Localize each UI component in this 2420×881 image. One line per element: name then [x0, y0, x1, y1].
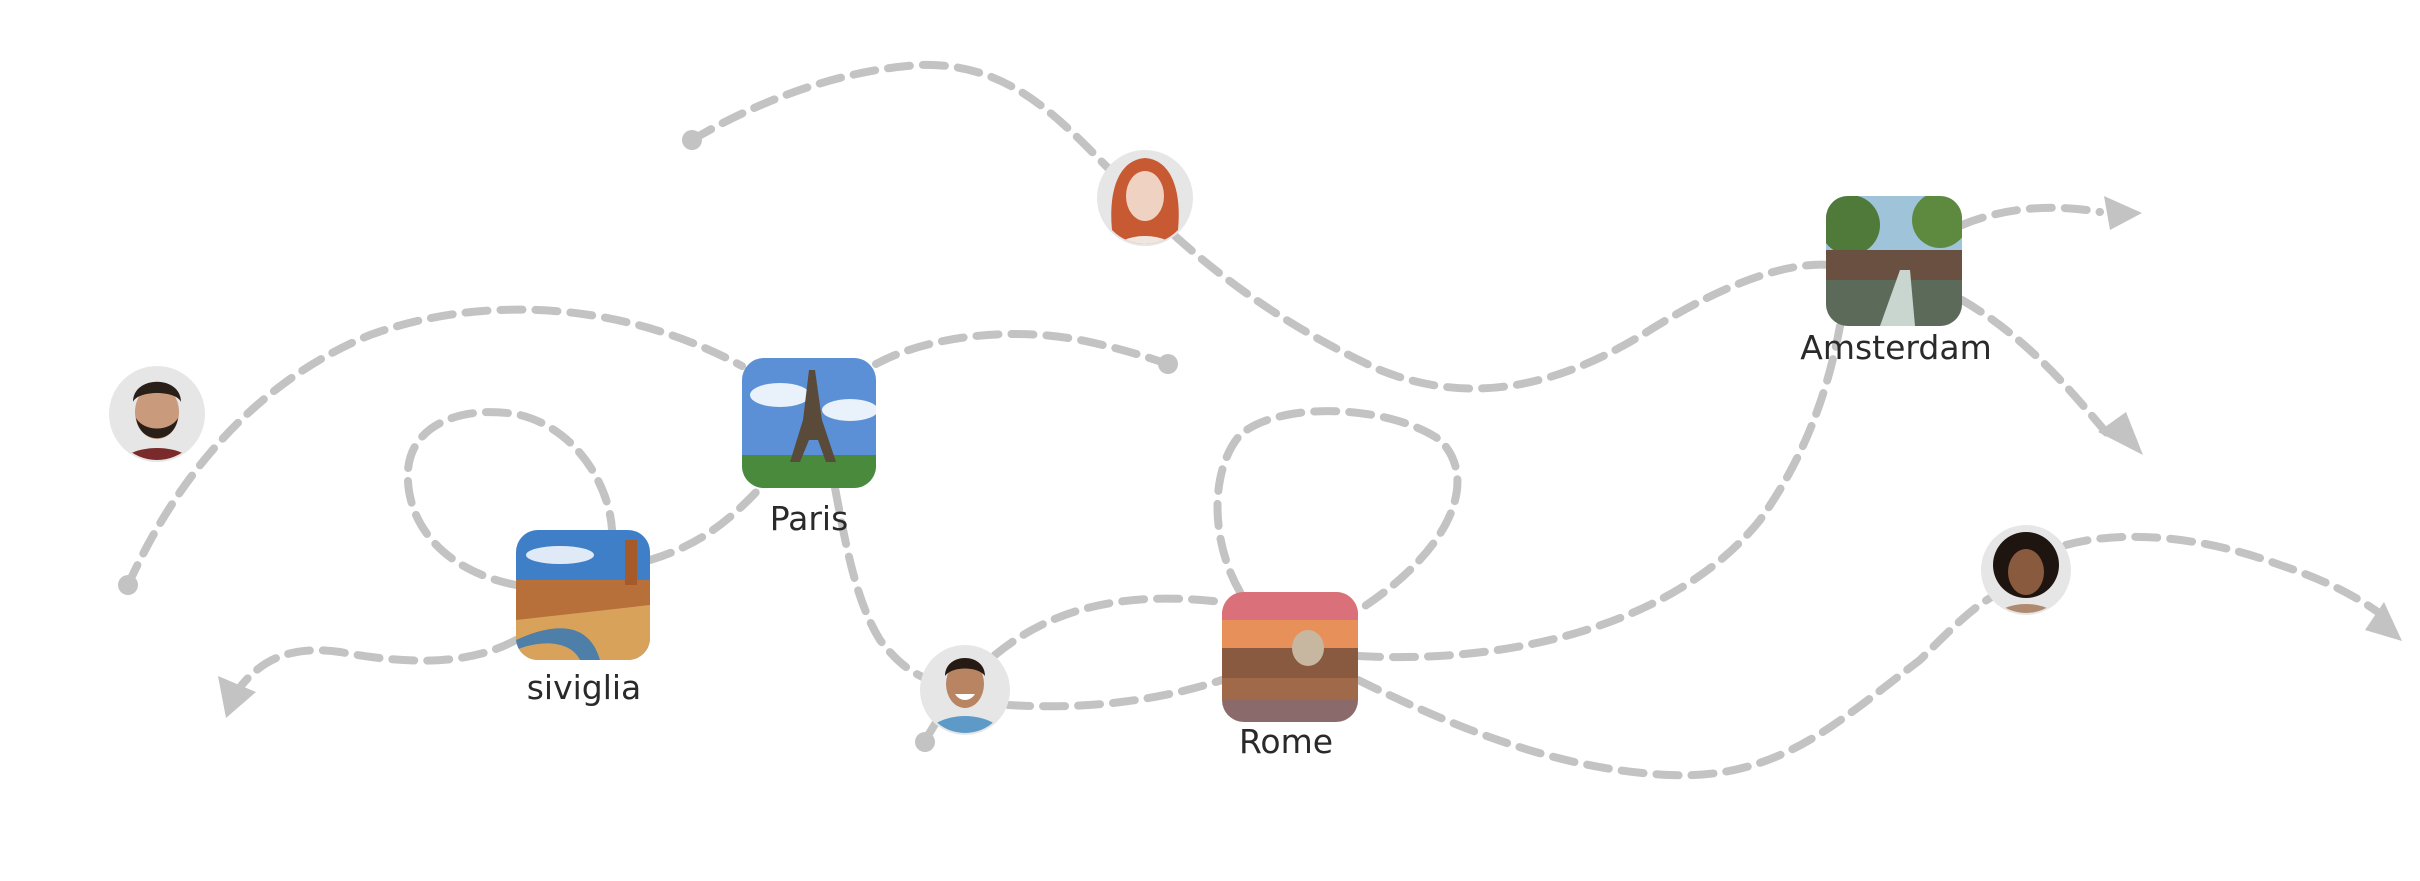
eiffel-tower-icon: [790, 370, 836, 462]
tree-icon: [1912, 196, 1962, 248]
route-siviglia-exit: [234, 636, 520, 694]
cloud-icon: [750, 383, 810, 407]
siviglia-plaza: [516, 605, 650, 660]
rome-bridge: [1222, 678, 1358, 700]
cloud-icon: [822, 399, 876, 421]
route-bearded-to-paris: [124, 305, 746, 589]
city-label-amsterdam: Amsterdam: [1800, 328, 1991, 367]
route-rome-loop: [1213, 407, 1462, 612]
route-arrowheads: [218, 196, 2402, 718]
paris-ground: [742, 455, 876, 488]
route-rome-to-amsterdam: [1354, 322, 1844, 662]
rome-sky-upper: [1222, 592, 1358, 620]
tree-icon: [1826, 196, 1880, 255]
avatar-face: [2008, 549, 2044, 595]
traveler-avatar-curly-woman[interactable]: [1981, 525, 2071, 632]
avatar-face: [946, 660, 984, 708]
routes: [124, 60, 2399, 780]
route-curly-exit: [2062, 532, 2399, 629]
avatar-smile: [955, 694, 975, 700]
avatar-face: [1126, 171, 1164, 221]
siviglia-canal: [516, 628, 600, 660]
route-blueshirt-to-rome-lower: [1004, 676, 1226, 711]
route-start-dot: [118, 575, 138, 595]
rome-skyline: [1222, 648, 1358, 678]
amsterdam-houses: [1826, 250, 1962, 280]
route-start-dots: [118, 130, 1178, 752]
route-paris-to-blueshirt: [831, 484, 929, 682]
city-amsterdam[interactable]: [1820, 192, 1968, 326]
route-blueshirt-to-rome-upper: [991, 594, 1226, 659]
route-paris-to-dot: [872, 330, 1172, 368]
route-start-dot: [682, 130, 702, 150]
arrowhead-icon: [2104, 196, 2142, 230]
avatar-hair: [133, 381, 181, 402]
avatar-face: [135, 385, 179, 439]
route-amsterdam-exit-lower: [1958, 296, 2114, 441]
city-label-siviglia: siviglia: [527, 668, 642, 707]
route-woman-to-amsterdam: [688, 60, 1834, 393]
route-start-dot: [915, 732, 935, 752]
avatar-beard: [136, 418, 178, 439]
route-end-dot: [1158, 354, 1178, 374]
arrowhead-icon: [2098, 412, 2143, 455]
avatar-hair: [945, 658, 985, 676]
city-label-paris: Paris: [770, 499, 849, 538]
siviglia-tower: [625, 540, 637, 585]
route-siviglia-loop: [403, 408, 616, 589]
rome-river: [1222, 700, 1358, 722]
route-siviglia-to-paris: [646, 484, 764, 564]
amsterdam-water-shine: [1880, 270, 1915, 326]
traveler-avatar-blue-shirt-man[interactable]: [920, 645, 1010, 764]
city-rome[interactable]: [1222, 592, 1358, 722]
route-rome-to-curly: [1354, 594, 1994, 780]
traveler-avatar-red-haired-woman[interactable]: [1097, 150, 1193, 264]
avatar-body: [925, 716, 1005, 733]
arrowhead-icon: [2365, 602, 2402, 641]
cloud-icon: [526, 546, 594, 564]
city-paris[interactable]: [742, 358, 878, 488]
city-label-rome: Rome: [1239, 722, 1333, 761]
city-siviglia[interactable]: [516, 530, 650, 660]
arrowhead-icon: [218, 676, 256, 718]
route-amsterdam-exit-upper: [1958, 203, 2104, 229]
dome-icon: [1292, 630, 1324, 666]
